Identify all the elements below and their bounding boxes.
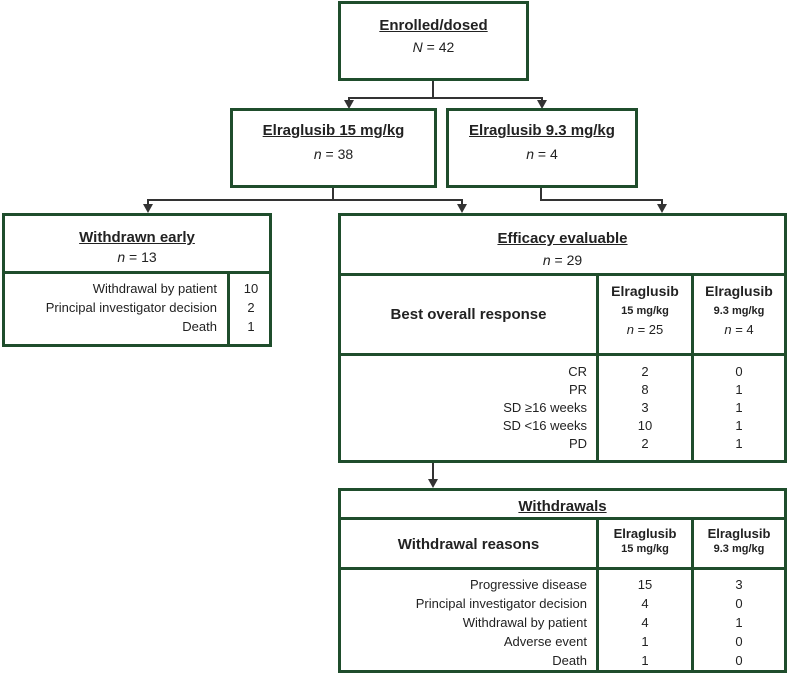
withdrawal-reason: Principal investigator decision — [45, 300, 217, 315]
withdrawal-value-9-3: 1 — [735, 615, 743, 630]
withdrawal-value-15: 1 — [641, 653, 649, 668]
arrow-down-icon — [537, 100, 547, 109]
arm-9-3-box: Elraglusib 9.3 mg/kg n = 4 — [446, 108, 638, 188]
withdrawals-col-9-3-header: Elraglusib 9.3 mg/kg — [707, 526, 771, 555]
withdrawal-value-9-3: 0 — [735, 634, 743, 649]
withdrawal-reasons-header: Withdrawal reasons — [397, 536, 540, 553]
response-value-15: 8 — [641, 382, 649, 397]
response-label: PD — [568, 436, 587, 451]
arrow-down-icon — [143, 204, 153, 213]
efficacy-col-15-header: Elraglusib 15 mg/kg n = 25 — [611, 283, 679, 337]
arm-15-title: Elraglusib 15 mg/kg — [262, 122, 405, 139]
arm-15-box: Elraglusib 15 mg/kg n = 38 — [230, 108, 437, 188]
withdrawals-col-15-header: Elraglusib 15 mg/kg — [613, 526, 677, 555]
best-overall-response-header: Best overall response — [390, 306, 547, 323]
connector — [348, 97, 350, 102]
connector — [432, 461, 434, 481]
connector — [540, 199, 663, 201]
withdrawal-reason: Principal investigator decision — [415, 596, 587, 611]
withdrawal-value-9-3: 0 — [735, 596, 743, 611]
withdrawal-value-9-3: 0 — [735, 653, 743, 668]
withdrawal-count: 1 — [247, 319, 255, 334]
connector — [147, 199, 149, 206]
response-value-15: 2 — [641, 364, 649, 379]
response-value-9-3: 0 — [735, 364, 743, 379]
connector — [432, 80, 434, 98]
withdrawal-count: 10 — [243, 281, 259, 296]
enrolled-count: N = 42 — [412, 39, 455, 55]
efficacy-title: Efficacy evaluable — [497, 230, 628, 247]
efficacy-count: n = 29 — [542, 252, 583, 268]
withdrawal-value-15: 4 — [641, 615, 649, 630]
response-value-9-3: 1 — [735, 436, 743, 451]
withdrawal-value-9-3: 3 — [735, 577, 743, 592]
connector — [147, 199, 463, 201]
connector — [661, 199, 663, 206]
arrow-down-icon — [428, 479, 438, 488]
withdrawals-box: Withdrawals Withdrawal reasons Elraglusi… — [338, 488, 787, 673]
arrow-down-icon — [657, 204, 667, 213]
enrolled-title: Enrolled/dosed — [379, 17, 488, 34]
withdrawal-reason: Progressive disease — [469, 577, 587, 592]
withdrawal-reason: Adverse event — [503, 634, 587, 649]
response-value-9-3: 1 — [735, 400, 743, 415]
connector — [461, 199, 463, 206]
response-value-15: 10 — [637, 418, 653, 433]
withdrawal-count: 2 — [247, 300, 255, 315]
withdrawal-reason: Death — [182, 319, 217, 334]
arm-15-count: n = 38 — [313, 146, 354, 162]
connector — [541, 97, 543, 102]
withdrawn-early-count: n = 13 — [117, 249, 157, 265]
arm-9-3-title: Elraglusib 9.3 mg/kg — [469, 122, 615, 139]
response-value-9-3: 1 — [735, 382, 743, 397]
withdrawal-reason: Withdrawal by patient — [92, 281, 217, 296]
response-label: CR — [568, 364, 587, 379]
withdrawn-early-title: Withdrawn early — [79, 229, 195, 246]
efficacy-evaluable-box: Efficacy evaluable n = 29 Best overall r… — [338, 213, 787, 463]
response-label: PR — [568, 382, 587, 397]
withdrawal-reason: Withdrawal by patient — [462, 615, 587, 630]
response-value-15: 2 — [641, 436, 649, 451]
response-value-15: 3 — [641, 400, 649, 415]
connector — [348, 97, 543, 99]
efficacy-col-9-3-header: Elraglusib 9.3 mg/kg n = 4 — [705, 283, 773, 337]
response-label: SD ≥16 weeks — [503, 400, 587, 415]
withdrawal-value-15: 4 — [641, 596, 649, 611]
arrow-down-icon — [344, 100, 354, 109]
withdrawn-early-box: Withdrawn early n = 13 Withdrawal by pat… — [2, 213, 272, 347]
withdrawals-title: Withdrawals — [518, 498, 607, 515]
arrow-down-icon — [457, 204, 467, 213]
connector — [332, 187, 334, 201]
response-label: SD <16 weeks — [502, 418, 587, 433]
connector — [540, 187, 542, 201]
withdrawal-value-15: 15 — [637, 577, 653, 592]
response-value-9-3: 1 — [735, 418, 743, 433]
arm-9-3-count: n = 4 — [526, 146, 558, 162]
withdrawal-reason: Death — [552, 653, 587, 668]
enrolled-box: Enrolled/dosed N = 42 — [338, 1, 529, 81]
withdrawal-value-15: 1 — [641, 634, 649, 649]
